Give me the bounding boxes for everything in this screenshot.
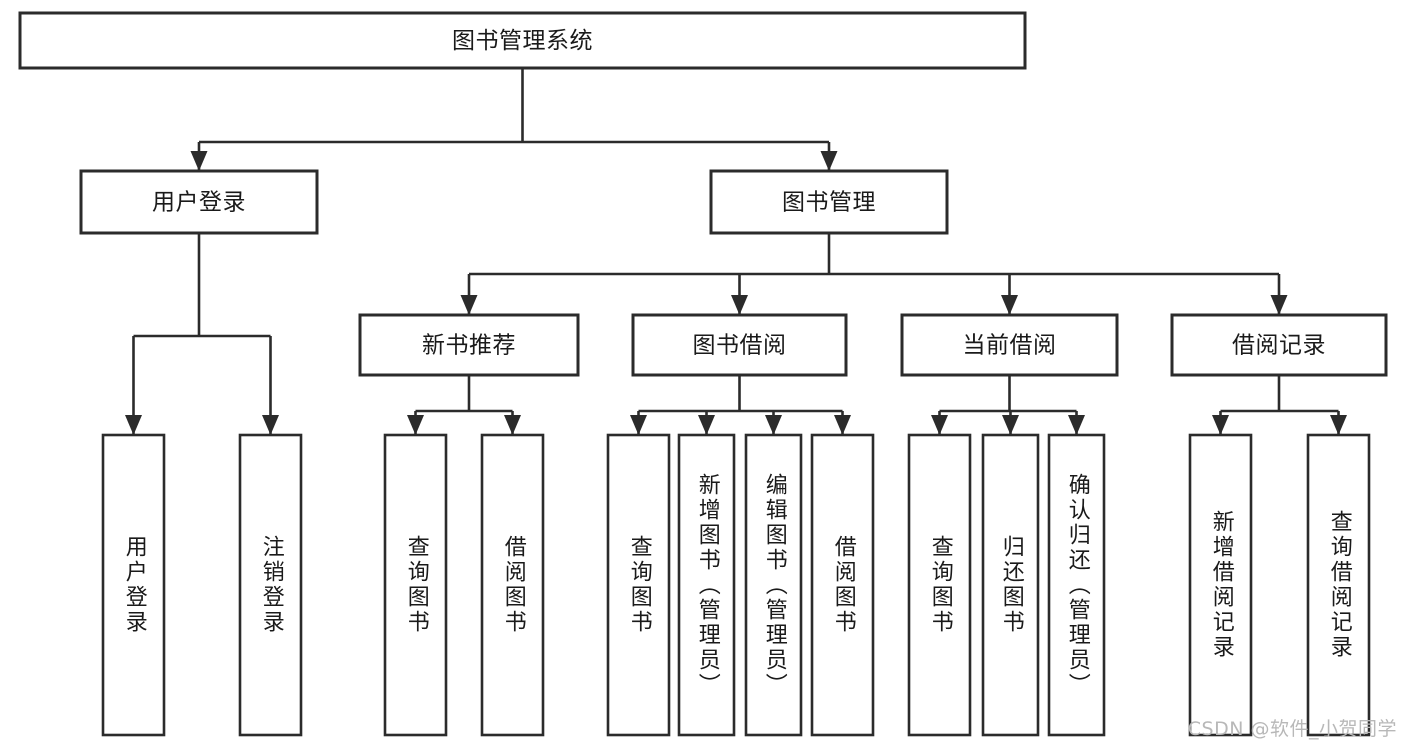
node-leaf-borrow-book-1[interactable] [480, 433, 545, 737]
node-leaf-borrow-book-2[interactable] [810, 433, 875, 737]
node-current-borrow[interactable] [900, 313, 1119, 377]
node-leaf-confirm-return[interactable] [1047, 433, 1106, 737]
node-label-current-borrow: 当前借阅 [963, 333, 1057, 359]
node-book-borrow[interactable] [631, 313, 848, 377]
node-leaf-edit-book[interactable] [744, 433, 803, 737]
edge-book-manage-to-current-borrow-arrowhead [1001, 295, 1018, 315]
edge-book-manage-to-book-borrow-arrowhead [731, 295, 748, 315]
node-leaf-query-record[interactable] [1306, 433, 1371, 737]
node-leaf-query-book-1[interactable] [383, 433, 448, 737]
edge-root-to-user-login-arrowhead [190, 151, 208, 171]
edge-book-borrow-to-leaf-edit-book-arrowhead [765, 415, 782, 435]
edge-new-book-recommend-to-leaf-query-book-1-arrowhead [407, 415, 424, 435]
node-label-book-manage: 图书管理 [782, 190, 876, 216]
node-label-new-book-recommend: 新书推荐 [422, 333, 516, 359]
node-root[interactable] [18, 11, 1027, 70]
node-label-root: 图书管理系统 [452, 28, 593, 54]
node-leaf-user-login[interactable] [101, 433, 166, 737]
node-new-book-recommend[interactable] [358, 313, 580, 377]
node-leaf-return-book[interactable] [981, 433, 1040, 737]
edge-borrow-record-to-leaf-query-record-arrowhead [1330, 415, 1347, 435]
node-book-manage[interactable] [709, 169, 949, 235]
edge-user-login-to-leaf-logout-login-arrowhead [262, 415, 279, 435]
connector-layer [125, 68, 1347, 435]
node-leaf-add-book[interactable] [677, 433, 736, 737]
node-label-user-login: 用户登录 [152, 190, 246, 216]
node-leaf-query-book-3[interactable] [907, 433, 972, 737]
edge-user-login-to-leaf-user-login-arrowhead [125, 415, 142, 435]
edge-current-borrow-to-leaf-confirm-return-arrowhead [1068, 415, 1085, 435]
node-leaf-query-book-2[interactable] [606, 433, 671, 737]
edge-book-borrow-to-leaf-add-book-arrowhead [698, 415, 715, 435]
edge-book-manage-to-borrow-record-arrowhead [1270, 295, 1288, 315]
edge-borrow-record-to-leaf-add-record-arrowhead [1212, 415, 1229, 435]
node-leaf-add-record[interactable] [1188, 433, 1253, 737]
node-user-login[interactable] [79, 169, 319, 235]
edge-book-borrow-to-leaf-borrow-book-2-arrowhead [834, 415, 851, 435]
edge-current-borrow-to-leaf-query-book-3-arrowhead [931, 415, 948, 435]
box-layer [18, 11, 1388, 737]
node-label-book-borrow: 图书借阅 [693, 333, 787, 359]
edge-book-borrow-to-leaf-query-book-2-arrowhead [630, 415, 647, 435]
edge-new-book-recommend-to-leaf-borrow-book-1-arrowhead [504, 415, 521, 435]
node-leaf-logout-login[interactable] [238, 433, 303, 737]
node-borrow-record[interactable] [1170, 313, 1388, 377]
csdn-watermark: CSDN @软件_小贺同学 [1187, 718, 1397, 740]
node-label-borrow-record: 借阅记录 [1232, 333, 1326, 359]
edge-book-manage-to-new-book-recommend-arrowhead [460, 295, 478, 315]
edge-current-borrow-to-leaf-return-book-arrowhead [1002, 415, 1019, 435]
edge-root-to-book-manage-arrowhead [820, 151, 838, 171]
